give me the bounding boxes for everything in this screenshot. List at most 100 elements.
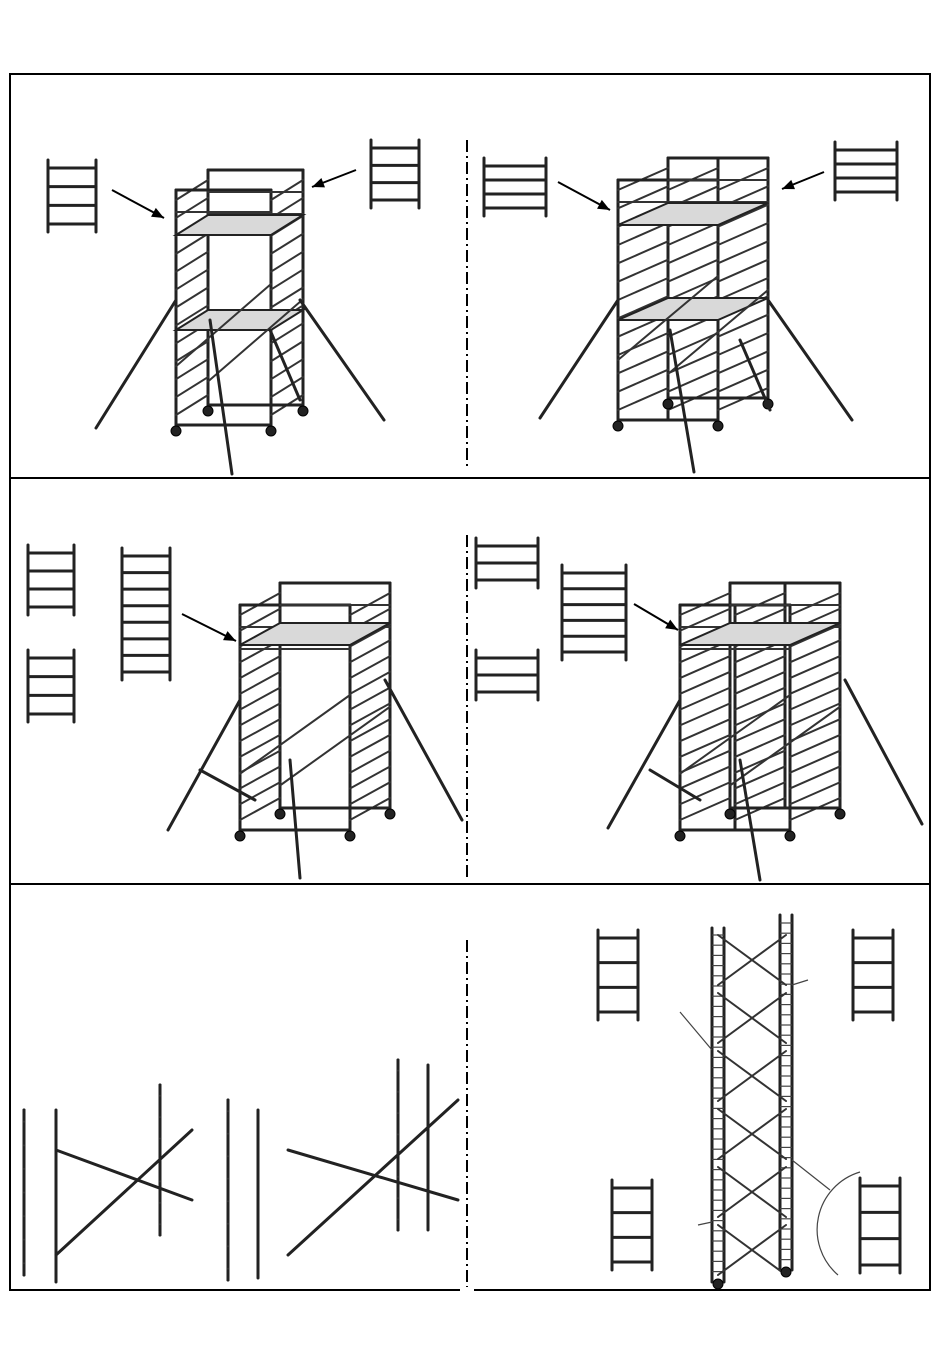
rung bbox=[668, 260, 718, 282]
detail-top-right bbox=[853, 930, 893, 1020]
panel-1 bbox=[48, 140, 419, 474]
castor-wheel bbox=[385, 809, 395, 819]
arrow bbox=[182, 614, 236, 641]
arrow-head bbox=[782, 180, 795, 189]
loose-frame-top bbox=[476, 538, 538, 588]
outrigger bbox=[290, 760, 300, 878]
castor-wheel bbox=[275, 809, 285, 819]
detail-top-left bbox=[598, 930, 638, 1020]
panel-4 bbox=[476, 538, 922, 880]
rung bbox=[718, 351, 768, 373]
tower bbox=[540, 158, 852, 472]
rung bbox=[668, 223, 718, 245]
panel-6 bbox=[598, 915, 900, 1289]
loose-frame-tall bbox=[562, 565, 626, 660]
platform bbox=[176, 215, 303, 235]
castor-wheel bbox=[713, 1279, 723, 1289]
castor-wheel bbox=[345, 831, 355, 841]
panel-3 bbox=[28, 545, 462, 878]
outrigger bbox=[96, 300, 176, 428]
loose-frame-right bbox=[835, 142, 897, 200]
loose-frame-right bbox=[371, 140, 419, 208]
castor-wheel bbox=[713, 421, 723, 431]
rung bbox=[271, 252, 303, 272]
rung bbox=[618, 260, 668, 282]
rung bbox=[618, 223, 668, 245]
rung bbox=[618, 241, 668, 263]
outrigger bbox=[845, 680, 922, 824]
outrigger bbox=[385, 680, 462, 820]
castor-wheel bbox=[235, 831, 245, 841]
rung bbox=[176, 270, 208, 290]
rung bbox=[271, 234, 303, 254]
rung bbox=[618, 278, 668, 300]
rung bbox=[176, 234, 208, 254]
castor-wheel bbox=[298, 406, 308, 416]
brace bbox=[288, 1100, 458, 1255]
loose-frame-left bbox=[48, 160, 96, 232]
loose-frame-tall bbox=[122, 548, 170, 680]
tower bbox=[608, 583, 922, 880]
outrigger bbox=[768, 300, 852, 420]
outrigger bbox=[168, 700, 240, 830]
rung bbox=[176, 377, 208, 397]
rung bbox=[176, 288, 208, 308]
loose-frame-top bbox=[28, 545, 74, 615]
tower bbox=[168, 583, 462, 878]
castor-wheel bbox=[785, 831, 795, 841]
diagonal-brace bbox=[240, 695, 350, 774]
arrow-head bbox=[312, 178, 325, 187]
rung bbox=[668, 370, 718, 392]
outrigger bbox=[540, 300, 618, 418]
detail-bottom-left bbox=[612, 1180, 652, 1270]
castor-wheel bbox=[171, 426, 181, 436]
castor-wheel bbox=[266, 426, 276, 436]
panel-5 bbox=[24, 1060, 458, 1282]
outrigger bbox=[300, 300, 384, 420]
rung bbox=[718, 223, 768, 245]
castor-wheel bbox=[203, 406, 213, 416]
detail-circle bbox=[817, 1172, 860, 1275]
outrigger bbox=[210, 320, 232, 474]
rung bbox=[668, 241, 718, 263]
brace bbox=[288, 1150, 458, 1200]
diagonal-brace bbox=[280, 707, 390, 786]
loose-frame-bottom bbox=[28, 650, 74, 722]
castor-wheel bbox=[781, 1267, 791, 1277]
callout-line bbox=[792, 980, 808, 985]
outrigger bbox=[608, 700, 680, 828]
castor-wheel bbox=[725, 809, 735, 819]
arrow-left bbox=[558, 182, 610, 210]
rung bbox=[618, 186, 668, 208]
callout-line bbox=[698, 1222, 712, 1225]
arrow-head bbox=[665, 620, 678, 630]
castor-wheel bbox=[675, 831, 685, 841]
arrow-left bbox=[112, 190, 164, 218]
castor-wheel bbox=[835, 809, 845, 819]
rung bbox=[618, 370, 668, 392]
rung bbox=[271, 180, 303, 200]
detail-bottom-right bbox=[860, 1178, 900, 1273]
callout-line bbox=[680, 1012, 712, 1050]
tall-tower bbox=[712, 915, 792, 1289]
panel-2 bbox=[484, 142, 897, 472]
rung bbox=[618, 388, 668, 410]
rung bbox=[718, 241, 768, 263]
arrow-right bbox=[782, 172, 824, 189]
arrow-right bbox=[312, 170, 356, 187]
rung bbox=[271, 270, 303, 290]
outrigger bbox=[650, 770, 700, 800]
arrow bbox=[634, 604, 678, 630]
loose-frame-left bbox=[484, 158, 546, 216]
rung bbox=[176, 252, 208, 272]
castor-wheel bbox=[663, 399, 673, 409]
rung bbox=[718, 260, 768, 282]
castor-wheel bbox=[613, 421, 623, 431]
callout-line bbox=[792, 1160, 830, 1190]
loose-frame-bottom bbox=[476, 650, 538, 700]
rung bbox=[618, 333, 668, 355]
tower bbox=[96, 170, 384, 474]
rung bbox=[176, 198, 208, 218]
